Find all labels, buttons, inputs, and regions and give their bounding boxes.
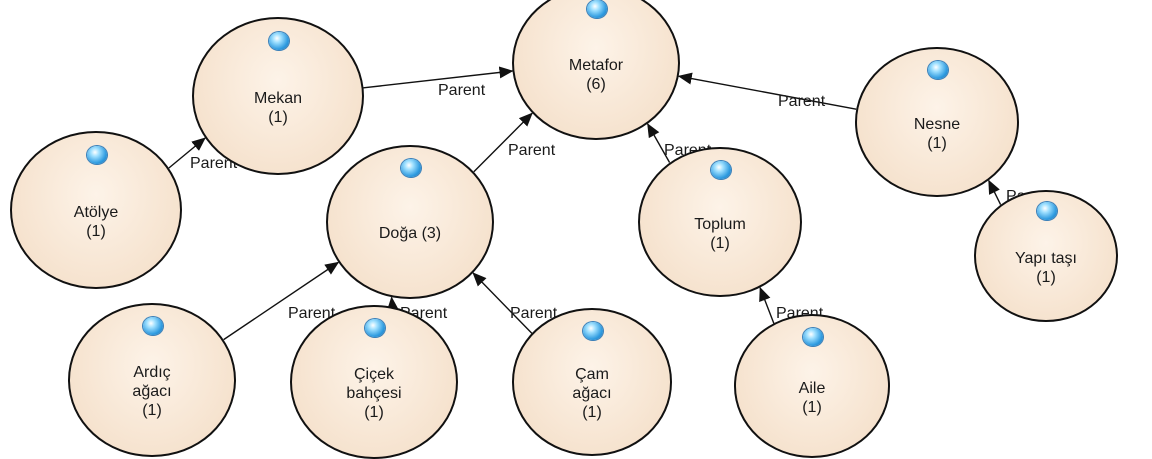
edge-atolye-to-mekan	[168, 137, 206, 169]
node-mekan[interactable]: Mekan (1)	[192, 16, 364, 176]
edge-toplum-to-metafor	[647, 123, 671, 163]
node-ardic[interactable]: Ardıç ağacı (1)	[68, 302, 236, 458]
node-status-orb-icon	[269, 31, 289, 50]
edge-label-atolye: Parent	[190, 155, 238, 172]
edge-label-ardic: Parent	[288, 305, 336, 322]
edge-nesne-to-metafor	[677, 72, 857, 110]
node-label: Toplum (1)	[694, 215, 746, 252]
edge-label-cam: Parent	[510, 305, 558, 322]
node-label: Atölye (1)	[73, 203, 119, 240]
node-status-orb-icon	[711, 160, 731, 179]
node-metafor[interactable]: Metafor (6)	[512, 0, 680, 141]
edge-yapi-tasi-to-nesne	[988, 179, 1002, 205]
node-status-orb-icon	[1037, 202, 1057, 221]
edge-doga-to-metafor	[473, 112, 533, 173]
node-label: Mekan (1)	[253, 89, 303, 126]
node-status-orb-icon	[365, 319, 385, 338]
edge-cicek-to-doga	[386, 296, 399, 311]
node-nesne[interactable]: Nesne (1)	[855, 46, 1019, 198]
node-label: Ardıç ağacı (1)	[132, 364, 172, 420]
edge-cam-to-doga	[472, 272, 533, 334]
node-yapi-tasi[interactable]: Yapı taşı (1)	[974, 189, 1118, 323]
edge-label-mekan: Parent	[438, 82, 486, 99]
node-status-orb-icon	[583, 322, 603, 341]
node-doga[interactable]: Doğa (3)	[326, 144, 494, 300]
node-label: Nesne (1)	[913, 115, 961, 152]
node-aile[interactable]: Aile (1)	[734, 314, 890, 458]
node-status-orb-icon	[803, 327, 823, 346]
edge-ardic-to-doga	[223, 261, 340, 341]
node-label: Doğa (3)	[378, 225, 442, 243]
node-status-orb-icon	[143, 317, 163, 336]
node-status-orb-icon	[401, 159, 421, 178]
node-status-orb-icon	[928, 60, 948, 79]
node-status-orb-icon	[587, 0, 607, 19]
node-label: Yapı taşı (1)	[1015, 249, 1077, 286]
edge-mekan-to-metafor	[363, 66, 514, 89]
node-cicek[interactable]: Çiçek bahçesi (1)	[290, 304, 458, 459]
node-atolye[interactable]: Atölye (1)	[10, 130, 182, 290]
node-label: Çiçek bahçesi (1)	[346, 366, 402, 422]
node-label: Aile (1)	[798, 379, 826, 416]
edge-label-nesne: Parent	[778, 93, 826, 110]
node-cam[interactable]: Çam ağacı (1)	[512, 308, 672, 456]
node-label: Çam ağacı (1)	[572, 366, 612, 422]
edge-layer	[168, 66, 1002, 341]
node-status-orb-icon	[87, 145, 107, 164]
edge-label-doga: Parent	[508, 142, 556, 159]
edge-aile-to-toplum	[759, 286, 775, 324]
node-label: Metafor (6)	[568, 57, 624, 93]
node-toplum[interactable]: Toplum (1)	[638, 146, 802, 298]
